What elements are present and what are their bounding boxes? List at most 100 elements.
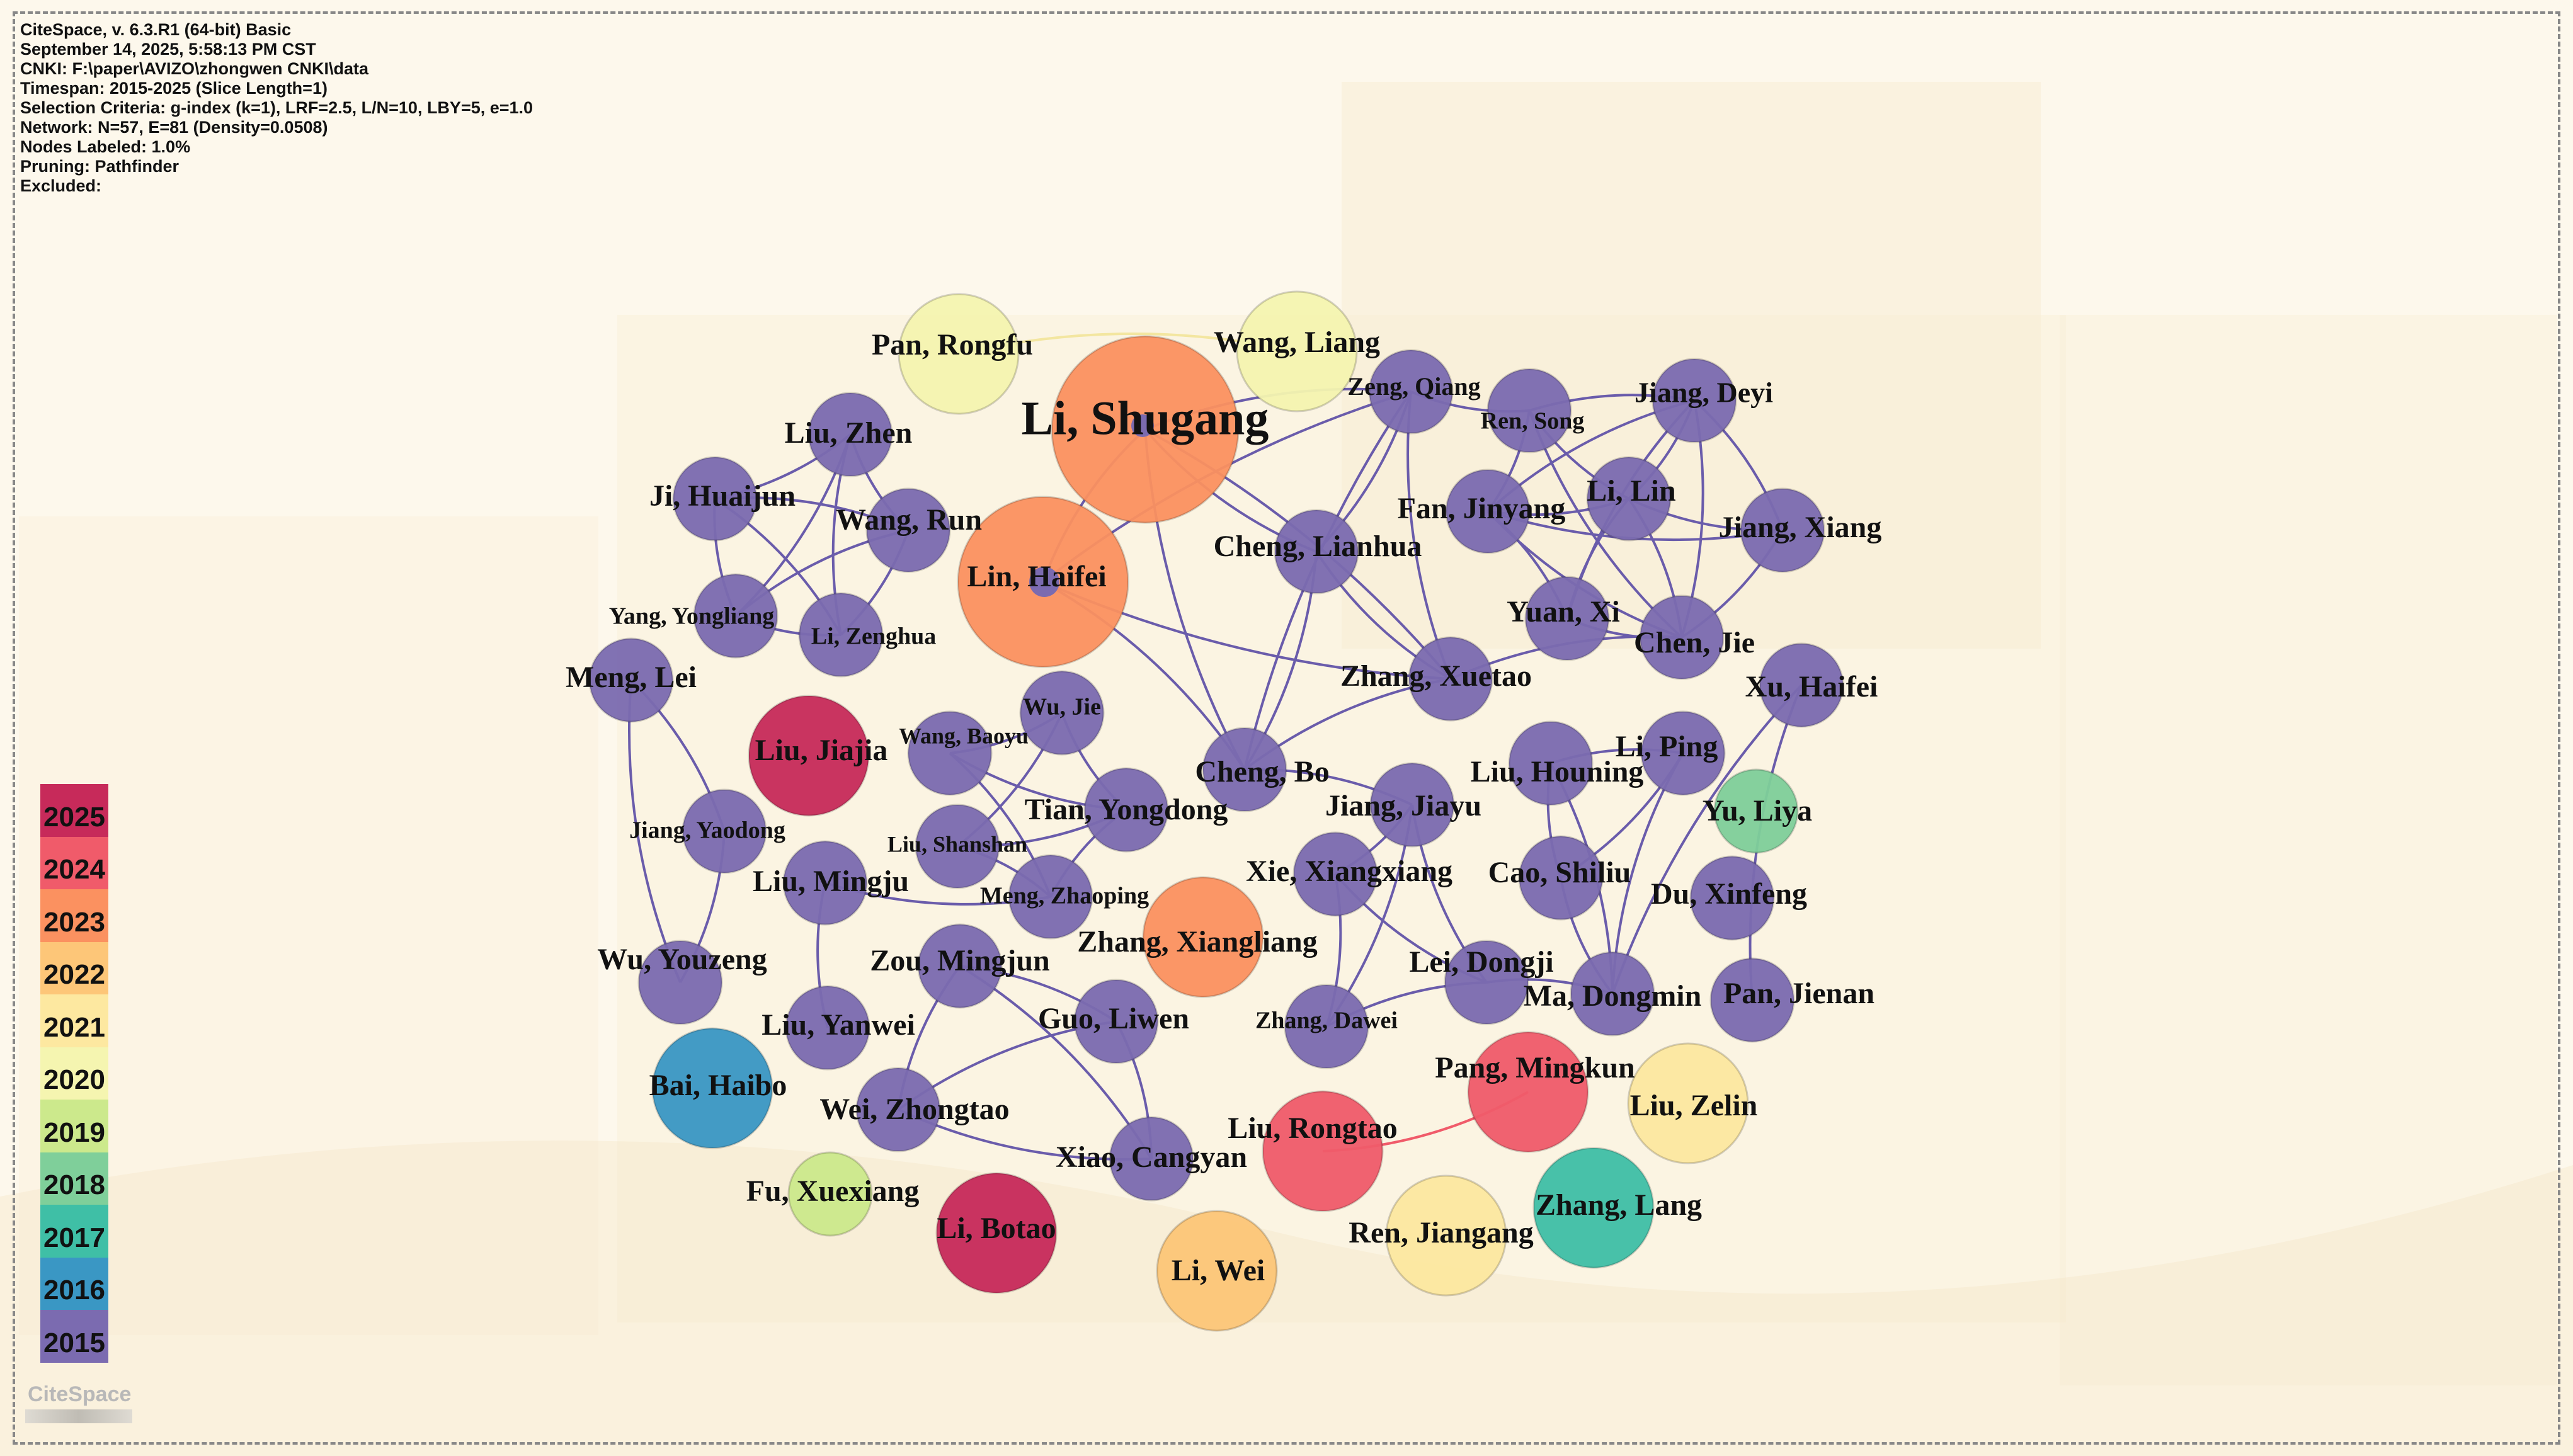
node-cao-shiliu[interactable] xyxy=(1518,835,1604,921)
node-label-yu-liya: Yu, Liya xyxy=(1703,794,1812,828)
node-label-lin-haifei: Lin, Haifei xyxy=(967,560,1106,593)
legend-year-2023: 2023 xyxy=(40,889,108,942)
node-label-cheng-bo: Cheng, Bo xyxy=(1195,755,1329,788)
node-label-liu-zhen: Liu, Zhen xyxy=(785,416,913,450)
node-lei-dongji[interactable] xyxy=(1444,940,1529,1025)
node-zeng-qiang[interactable] xyxy=(1368,349,1454,435)
node-zhang-lang[interactable] xyxy=(1532,1147,1655,1269)
node-wang-run[interactable] xyxy=(865,487,951,573)
legend-year-2019: 2019 xyxy=(40,1100,108,1152)
node-xu-haifei[interactable] xyxy=(1759,642,1844,728)
node-wu-youzeng[interactable] xyxy=(637,940,723,1025)
node-liu-shanshan[interactable] xyxy=(915,804,1000,889)
node-jiang-jiayu[interactable] xyxy=(1369,762,1455,848)
node-ren-jiangang[interactable] xyxy=(1385,1174,1507,1297)
summary-line: September 14, 2025, 5:58:13 PM CST xyxy=(20,40,316,59)
node-zhang-xiangliang[interactable] xyxy=(1142,876,1264,998)
node-xiao-cangyan[interactable] xyxy=(1109,1116,1194,1202)
node-guo-liwen[interactable] xyxy=(1073,979,1159,1064)
summary-line: Pruning: Pathfinder xyxy=(20,157,179,176)
node-label-fu-xuexiang: Fu, Xuexiang xyxy=(746,1174,920,1208)
node-ren-song[interactable] xyxy=(1486,368,1572,453)
node-liu-mingju[interactable] xyxy=(782,840,868,926)
node-liu-zhen[interactable] xyxy=(807,392,893,477)
node-yu-liya[interactable] xyxy=(1713,768,1799,854)
node-xie-xiangxiang[interactable] xyxy=(1292,831,1378,917)
node-fu-xuexiang[interactable] xyxy=(787,1151,873,1237)
node-ma-dongmin[interactable] xyxy=(1570,951,1655,1037)
node-li-zenghua[interactable] xyxy=(798,592,884,678)
node-li-botao[interactable] xyxy=(935,1172,1058,1294)
node-label-li-wei: Li, Wei xyxy=(1172,1254,1265,1287)
node-wu-jie[interactable] xyxy=(1019,670,1105,756)
node-label-li-shugang: Li, Shugang xyxy=(1022,392,1269,445)
node-label-li-ping: Li, Ping xyxy=(1616,730,1718,763)
node-label-ji-huaijun: Ji, Huaijun xyxy=(649,479,796,513)
legend-year-2017: 2017 xyxy=(40,1205,108,1258)
node-label-yuan-xi: Yuan, Xi xyxy=(1507,595,1620,628)
node-liu-zelin[interactable] xyxy=(1627,1042,1749,1164)
node-label-ma-dongmin: Ma, Dongmin xyxy=(1524,979,1702,1013)
node-label-liu-shanshan: Liu, Shanshan xyxy=(887,831,1027,856)
node-label-zhang-dawei: Zhang, Dawei xyxy=(1255,1008,1398,1034)
node-jiang-yaodong[interactable] xyxy=(682,788,767,874)
node-label-ren-song: Ren, Song xyxy=(1481,408,1585,435)
node-pan-rongfu[interactable] xyxy=(898,293,1020,415)
summary-line: Nodes Labeled: 1.0% xyxy=(20,137,191,156)
node-label-liu-zelin: Liu, Zelin xyxy=(1630,1089,1758,1122)
node-fan-jinyang[interactable] xyxy=(1445,469,1531,554)
node-label-zhang-xiangliang: Zhang, Xiangliang xyxy=(1077,925,1317,958)
legend-year-2020: 2020 xyxy=(40,1047,108,1100)
edge-meng-lei-to-wu-youzeng xyxy=(628,680,682,983)
node-liu-yanwei[interactable] xyxy=(785,985,870,1071)
node-label-liu-jiajia: Liu, Jiajia xyxy=(755,734,888,767)
node-li-lin[interactable] xyxy=(1586,456,1672,542)
node-meng-lei[interactable] xyxy=(588,637,674,723)
node-label-wang-liang: Wang, Liang xyxy=(1214,326,1380,359)
node-wang-liang[interactable] xyxy=(1236,290,1358,412)
node-jiang-xiang[interactable] xyxy=(1740,487,1825,573)
node-label-bai-haibo: Bai, Haibo xyxy=(649,1069,787,1102)
node-jiang-deyi[interactable] xyxy=(1652,358,1737,443)
node-label-pan-jienan: Pan, Jienan xyxy=(1723,977,1874,1010)
node-cheng-bo[interactable] xyxy=(1202,727,1287,812)
node-label-liu-rongtao: Liu, Rongtao xyxy=(1228,1112,1397,1145)
node-yuan-xi[interactable] xyxy=(1524,576,1610,661)
node-label-zou-mingjun: Zou, Mingjun xyxy=(870,944,1049,977)
node-label-zhang-xuetao: Zhang, Xuetao xyxy=(1340,659,1532,693)
node-label-jiang-jiayu: Jiang, Jiayu xyxy=(1325,789,1481,822)
node-zhang-xuetao[interactable] xyxy=(1408,636,1493,722)
node-ji-huaijun[interactable] xyxy=(672,456,758,542)
node-liu-jiajia[interactable] xyxy=(748,695,870,817)
summary-line: CNKI: F:\paper\AVIZO\zhongwen CNKI\data xyxy=(20,59,368,78)
node-pan-jienan[interactable] xyxy=(1709,957,1795,1043)
node-label-wu-jie: Wu, Jie xyxy=(1023,694,1101,720)
node-wei-zhongtao[interactable] xyxy=(855,1067,941,1152)
node-bai-haibo[interactable] xyxy=(651,1027,773,1149)
summary-line: Network: N=57, E=81 (Density=0.0508) xyxy=(20,118,328,137)
node-label-wang-run: Wang, Run xyxy=(836,503,982,537)
node-cheng-lianhua[interactable] xyxy=(1274,509,1359,594)
legend-year-2015: 2015 xyxy=(40,1310,108,1363)
node-label-meng-zhaoping: Meng, Zhaoping xyxy=(980,883,1149,909)
node-li-ping[interactable] xyxy=(1640,710,1726,796)
node-label-pang-mingkun: Pang, Mingkun xyxy=(1435,1051,1635,1084)
node-meng-zhaoping[interactable] xyxy=(1008,854,1093,940)
node-yang-yongliang[interactable] xyxy=(693,573,779,659)
legend-year-2025: 2025 xyxy=(40,784,108,837)
node-pang-mingkun[interactable] xyxy=(1467,1031,1589,1153)
node-du-xinfeng[interactable] xyxy=(1689,855,1775,941)
node-zou-mingjun[interactable] xyxy=(917,923,1003,1009)
legend-year-2021: 2021 xyxy=(40,994,108,1047)
node-li-wei[interactable] xyxy=(1156,1210,1278,1332)
node-chen-jie[interactable] xyxy=(1639,594,1725,680)
node-label-du-xinfeng: Du, Xinfeng xyxy=(1651,877,1807,911)
node-liu-rongtao[interactable] xyxy=(1262,1090,1384,1212)
node-liu-houning[interactable] xyxy=(1508,720,1594,806)
node-wang-baoyu[interactable] xyxy=(907,710,993,796)
node-zhang-dawei[interactable] xyxy=(1284,984,1369,1069)
node-tian-yongdong[interactable] xyxy=(1083,767,1169,853)
